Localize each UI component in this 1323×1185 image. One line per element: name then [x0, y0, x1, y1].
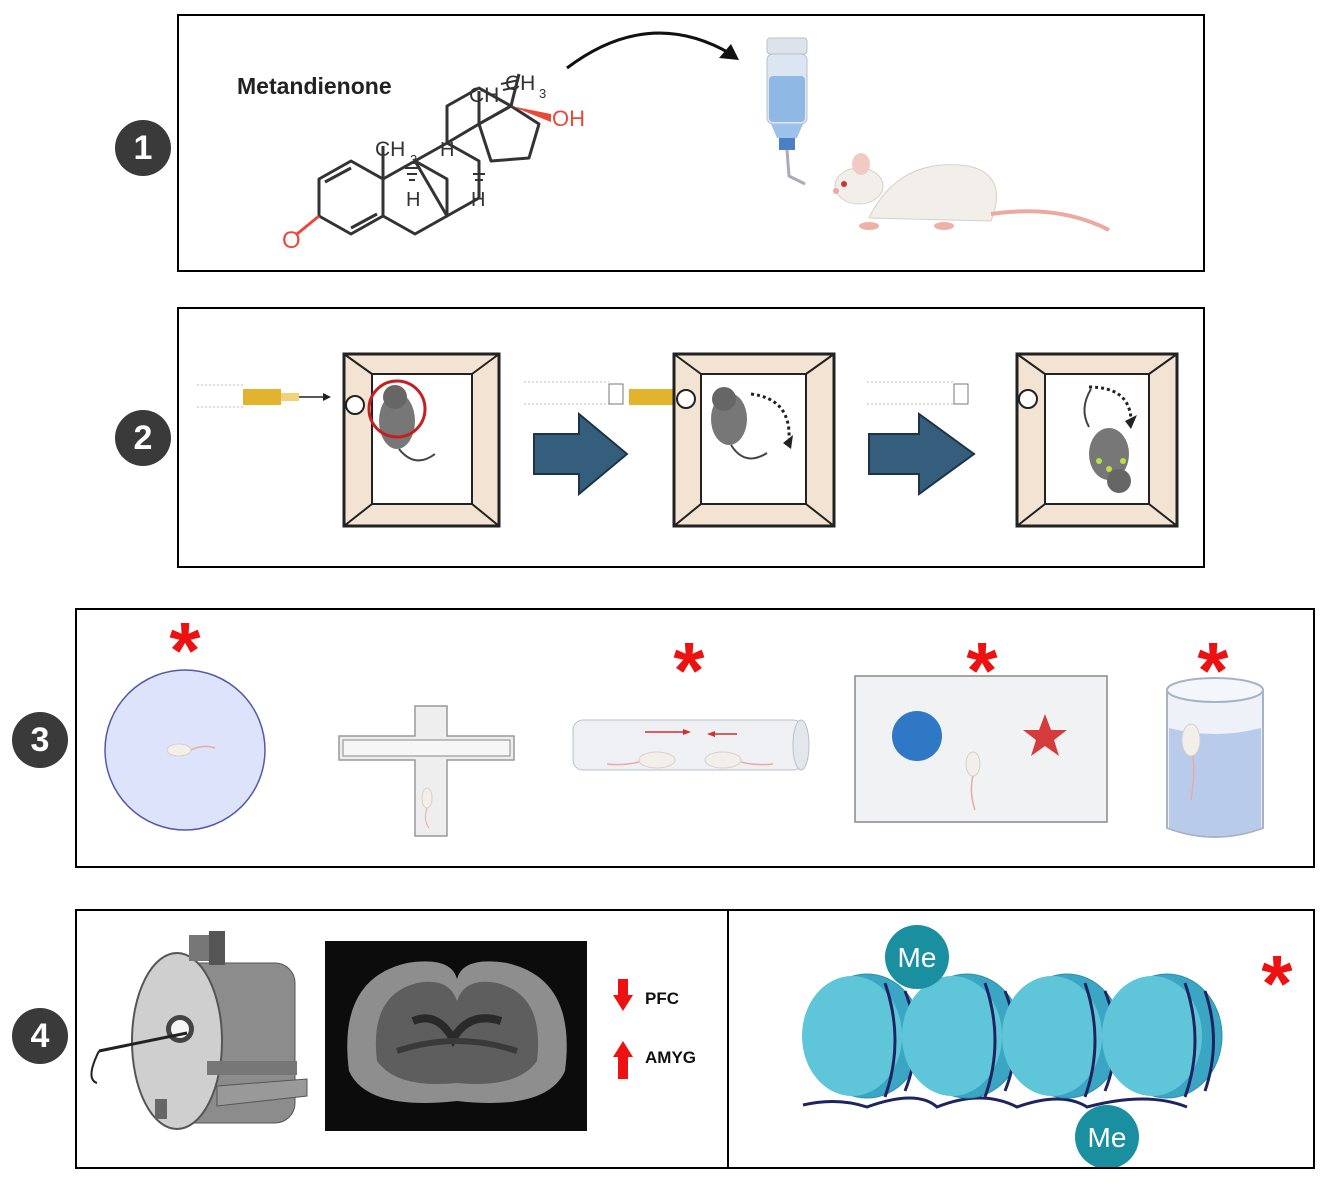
significance-star-1: *: [169, 610, 201, 695]
ketone-bond: [296, 214, 320, 236]
atom-h2: H: [440, 139, 454, 161]
step-2-badge: 2: [115, 410, 171, 466]
step-1-badge: 1: [115, 120, 171, 176]
atom-h1: H: [406, 189, 420, 211]
significance-star-2: *: [673, 626, 705, 715]
ring-a: [317, 159, 385, 236]
rat-icon: [833, 153, 1110, 232]
step-4-badge: 4: [12, 1008, 68, 1064]
ring-a-double-bond: [324, 166, 352, 184]
test-box-1: [342, 352, 501, 528]
tube-test: [572, 719, 810, 771]
test-box-3: [1015, 352, 1179, 528]
pfc-decrease-arrow: [613, 979, 633, 1011]
panel-behavioral-tests: * * *: [75, 606, 1315, 868]
ring-a-double-bond-2: [350, 212, 378, 230]
step-3-badge: 3: [12, 712, 68, 768]
panel-drug-administration: Metandienone O CH 3 CH CH 3 OH H H H: [177, 14, 1205, 272]
atom-o: O: [282, 227, 301, 254]
transfer-arrow: [566, 31, 732, 70]
methyl-mark-top: Me: [885, 925, 949, 989]
panel2-illustration: [197, 352, 1179, 528]
nucleosome-chain: [802, 973, 1223, 1109]
significance-star-5: *: [1261, 939, 1293, 1028]
atom-ch3-top-sub: 3: [539, 86, 546, 101]
oh-wedge: [511, 106, 551, 122]
open-field-test: [104, 669, 266, 831]
atom-oh: OH: [552, 106, 585, 131]
me-label-top: Me: [898, 942, 937, 973]
methyl-mark-bottom: Me: [1075, 1105, 1139, 1169]
panel-procedure: [177, 307, 1205, 568]
progress-arrow-1: [524, 381, 629, 497]
transfer-arrowhead: [719, 44, 739, 60]
mri-scanner-icon: [90, 931, 308, 1130]
amyg-increase-arrow: [613, 1041, 633, 1079]
significance-star-4: *: [1197, 626, 1229, 715]
forced-swim-test: [1166, 677, 1264, 838]
plus-maze-test: [338, 705, 515, 837]
atom-ch3-methyl-sub: 3: [410, 152, 417, 167]
atom-ch3-top: CH: [505, 72, 535, 95]
water-bottle-icon: [766, 37, 808, 186]
nucleosome-4: [1102, 973, 1223, 1099]
me-label-bottom: Me: [1088, 1122, 1127, 1153]
ring-c: [445, 86, 513, 145]
novel-object-test: [854, 675, 1108, 823]
amyg-label: AMYG: [645, 1048, 696, 1067]
atom-ch: CH: [469, 84, 499, 107]
hashed-bonds: [405, 79, 520, 181]
significance-star-3: *: [966, 626, 998, 715]
panel3-illustration: * * *: [104, 606, 1264, 838]
atom-ch3-methyl: CH: [375, 138, 405, 161]
pfc-label: PFC: [645, 989, 679, 1008]
nucleosome-3: [1002, 973, 1123, 1099]
nucleosome-1: [802, 973, 923, 1099]
syringe-icon-1: [197, 384, 331, 408]
ring-d: [477, 104, 541, 163]
atom-h3: H: [471, 189, 485, 211]
test-box-2: [629, 352, 836, 528]
compound-name: Metandienone: [237, 73, 392, 99]
panel-analysis: PFC AMYG: [75, 909, 1315, 1169]
panel1-illustration: Metandienone O CH 3 CH CH 3 OH H H H: [237, 31, 1110, 254]
mri-brain-image: [325, 941, 587, 1131]
progress-arrow-2: [867, 381, 976, 496]
panel4-illustration: PFC AMYG: [90, 911, 1293, 1169]
